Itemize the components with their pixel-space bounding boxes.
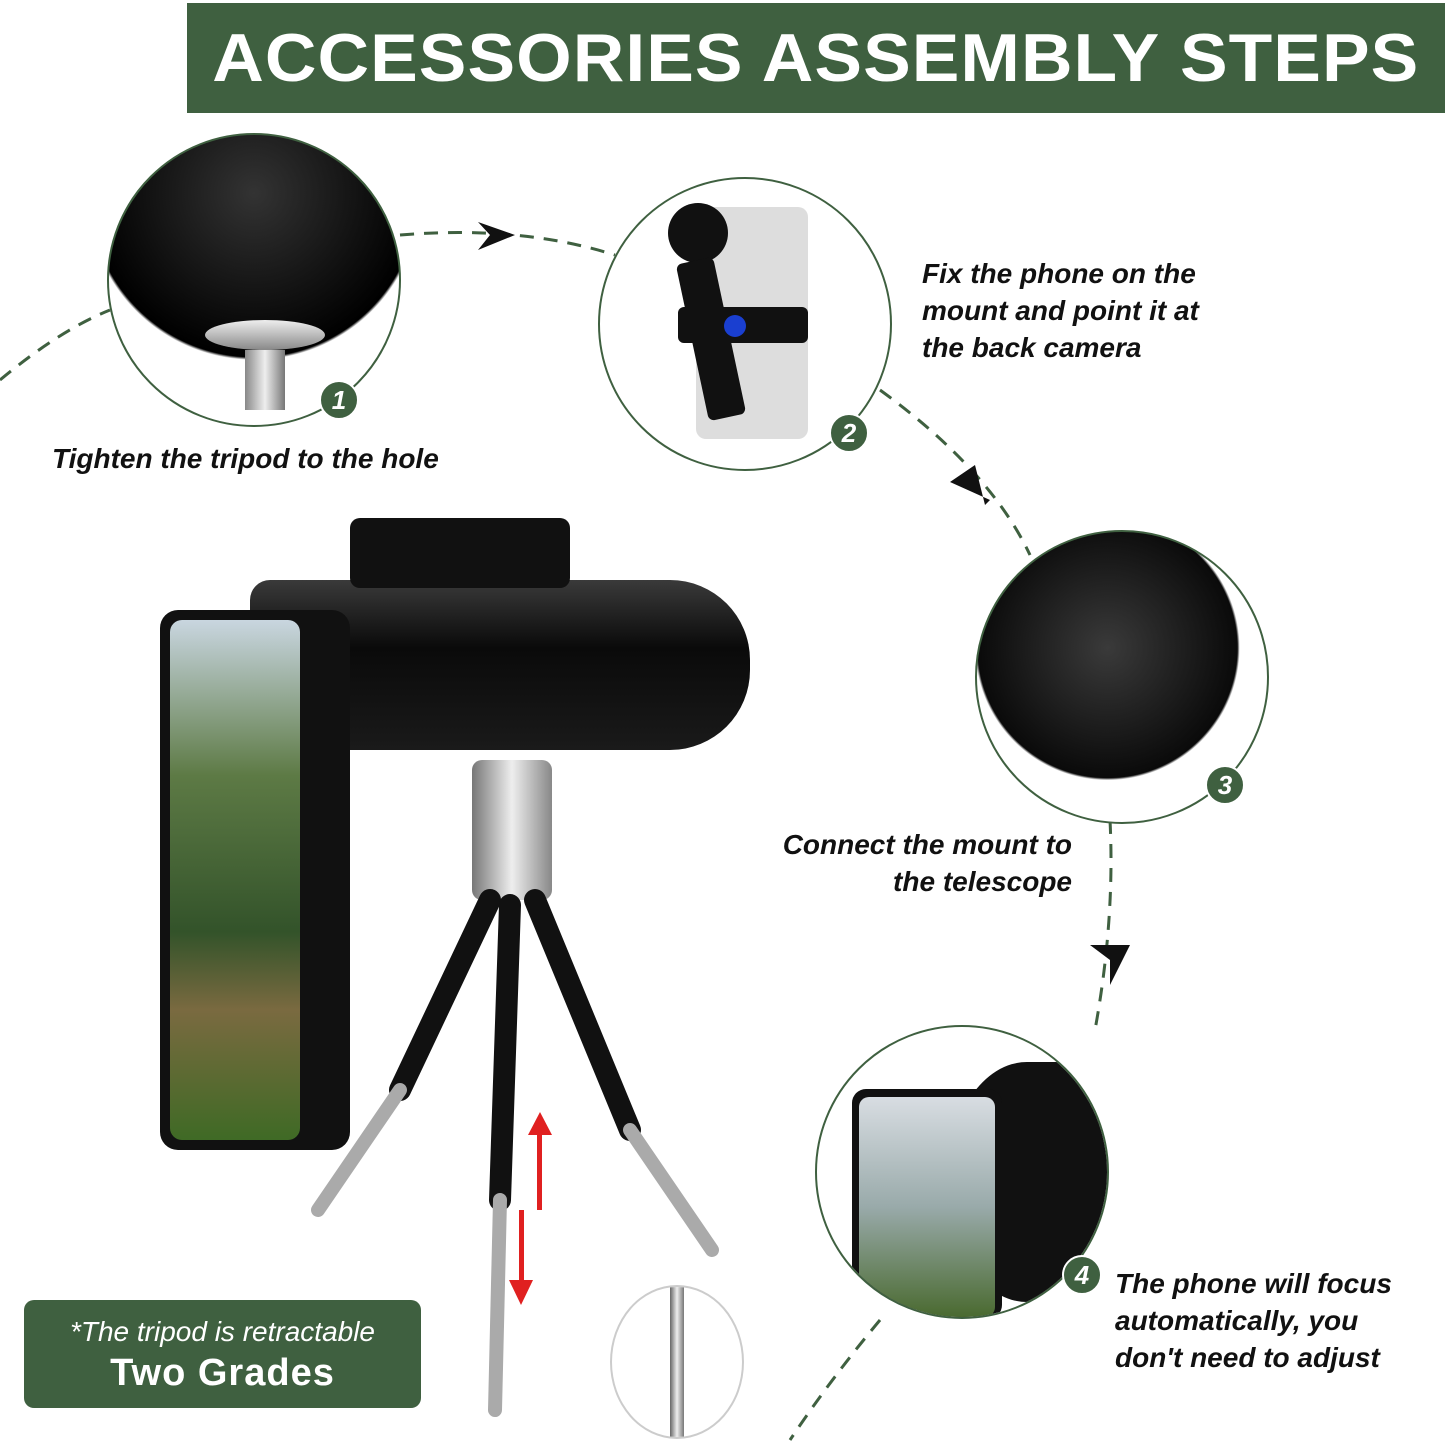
leg-detail-circle: [610, 1285, 744, 1439]
note-highlight: Two Grades: [110, 1352, 335, 1394]
phone-screen-landscape: [170, 620, 300, 1140]
step-2-badge: 2: [829, 413, 869, 453]
step-4-badge: 4: [1062, 1255, 1102, 1295]
step-3-caption: Connect the mount to the telescope: [782, 829, 1072, 897]
page-title: ACCESSORIES ASSEMBLY STEPS: [212, 20, 1420, 96]
step-4-caption: The phone will focus automatically, you …: [1115, 1268, 1392, 1373]
arrow-right-icon: [478, 222, 515, 250]
tripod-head: [472, 760, 552, 900]
arrow-down-icon-2: [1090, 945, 1130, 985]
telescope-top-grip: [350, 518, 570, 588]
step-1-caption: Tighten the tripod to the hole: [52, 443, 439, 474]
arrow-down-icon: [950, 465, 990, 505]
retract-arrows-icon: [509, 1112, 552, 1305]
tripod-screw-illustration: [205, 300, 325, 420]
title-banner: ACCESSORIES ASSEMBLY STEPS: [187, 3, 1445, 113]
retractable-note: *The tripod is retractable Two Grades: [24, 1300, 421, 1408]
step-1-badge: 1: [319, 380, 359, 420]
step-2-caption: Fix the phone on the mount and point it …: [922, 258, 1199, 363]
note-text: *The tripod is retractable: [69, 1316, 376, 1347]
step-3-badge: 3: [1205, 765, 1245, 805]
